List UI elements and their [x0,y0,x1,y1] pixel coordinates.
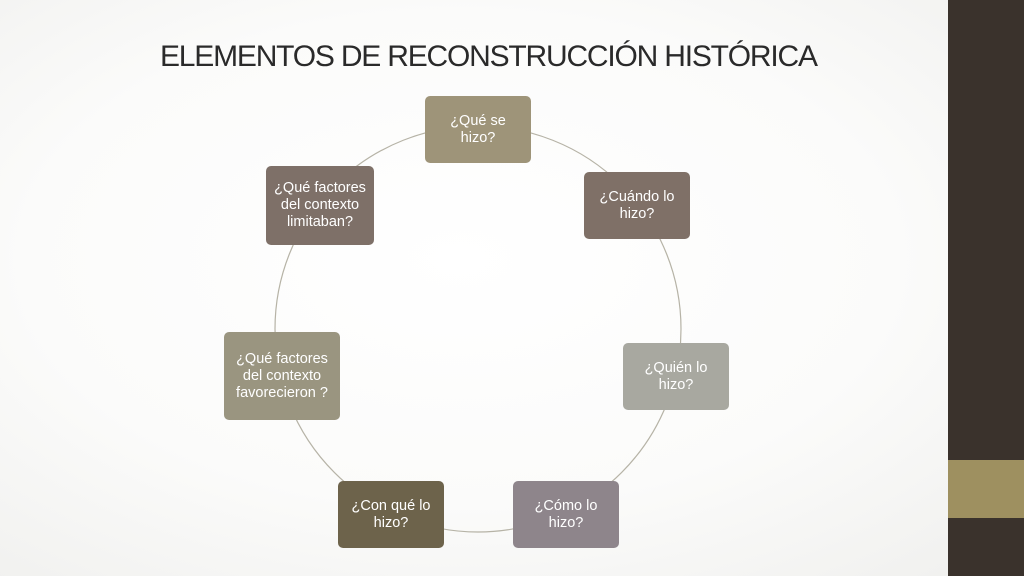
cycle-node-como-lo-hizo[interactable]: ¿Cómo lo hizo? [513,481,619,548]
cycle-node-que-se-hizo[interactable]: ¿Qué se hizo? [425,96,531,163]
cycle-node-factores-favorecieron[interactable]: ¿Qué factores del contexto favorecieron … [224,332,340,420]
cycle-node-con-que-lo-hizo[interactable]: ¿Con qué lo hizo? [338,481,444,548]
cycle-node-label: ¿Cuándo lo hizo? [599,188,675,222]
cycle-node-label: ¿Qué se hizo? [450,112,506,146]
cycle-connectors [274,125,682,533]
cycle-node-label: ¿Con qué lo hizo? [351,497,431,531]
slide: ELEMENTOS DE RECONSTRUCCIÓN HISTÓRICA ¿Q… [160,40,818,548]
cycle-node-quien-lo-hizo[interactable]: ¿Quién lo hizo? [623,343,729,410]
cycle-node-cuando-lo-hizo[interactable]: ¿Cuándo lo hizo? [584,172,690,239]
cycle-node-label: ¿Qué factores del contexto favorecieron … [236,350,328,401]
cycle-node-label: ¿Quién lo hizo? [644,359,708,393]
sidebar-accent-block [948,460,1024,518]
slide-title: ELEMENTOS DE RECONSTRUCCIÓN HISTÓRICA [160,40,818,73]
cycle-node-factores-limitaban[interactable]: ¿Qué factores del contexto limitaban? [266,166,374,245]
cycle-node-label: ¿Qué factores del contexto limitaban? [274,180,366,230]
cycle-node-label: ¿Cómo lo hizo? [534,497,598,531]
